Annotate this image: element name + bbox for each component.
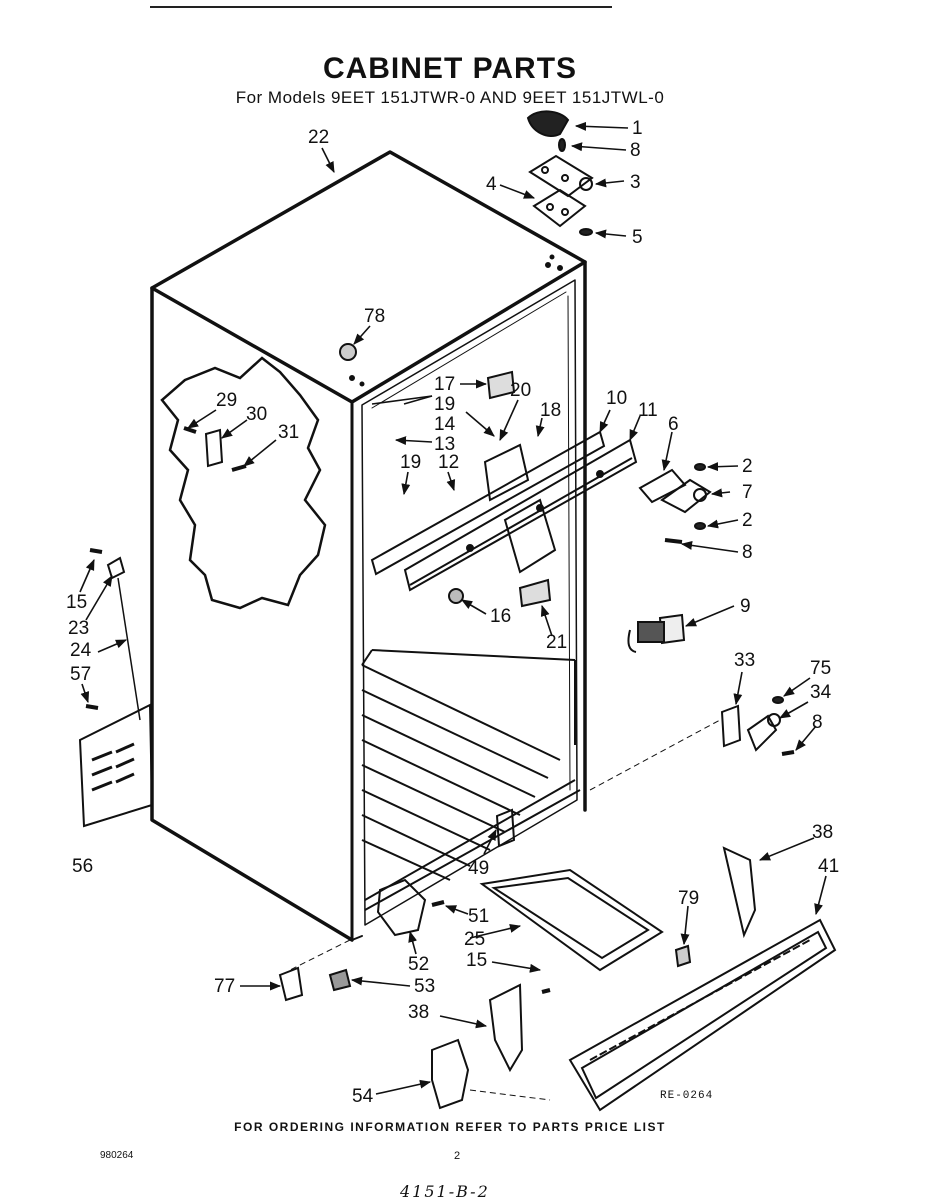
callout-79: 79 [678,888,699,909]
page-number: 2 [454,1150,461,1162]
callout-54: 54 [352,1086,374,1107]
top-rule [150,6,610,8]
interior-brackets [339,343,557,608]
bottom-parts [278,808,837,1112]
callout-7: 7 [742,482,753,503]
callout-33: 33 [734,650,755,671]
callout-29: 29 [216,390,237,411]
callout-12: 12 [438,452,459,473]
callout-17: 17 [434,374,455,395]
callout-31: 31 [278,422,299,443]
callout-23: 23 [68,618,89,639]
callout-19b: 19 [400,452,421,473]
callout-14: 14 [434,414,456,435]
callout-15b: 15 [466,950,487,971]
callout-18: 18 [540,400,561,421]
callout-3: 3 [630,172,641,193]
cabinet-body [150,150,587,942]
callout-8: 8 [630,140,641,161]
side-cutaway [160,356,327,610]
callout-4: 4 [486,174,497,195]
callout-8b: 8 [742,542,753,563]
callout-2b: 2 [742,510,753,531]
callout-41: 41 [818,856,839,877]
callout-leaders [79,121,827,1095]
cabinet-floor-ribs [361,649,581,911]
callout-52: 52 [408,954,429,975]
callout-1: 1 [632,118,643,139]
top-rule-mark [600,6,612,8]
top-hinge-assembly [526,110,594,236]
callout-15: 15 [66,592,87,613]
callout-24: 24 [70,640,92,661]
callout-5: 5 [632,227,643,248]
callout-78: 78 [364,306,385,327]
callout-21: 21 [546,632,567,653]
middle-hinge-assembly [638,463,712,544]
left-side-parts [78,426,247,828]
callout-38: 38 [812,822,833,843]
lower-hinge-assembly [589,696,795,791]
document-code: 980264 [100,1150,134,1161]
callout-25: 25 [464,929,485,950]
callout-19: 19 [434,394,455,415]
cross-rail [370,430,638,592]
callout-20: 20 [510,380,531,401]
callout-53: 53 [414,976,435,997]
callout-57: 57 [70,664,91,685]
callout-16: 16 [490,606,511,627]
handwritten-note: 4151-B-2 [400,1182,490,1201]
callout-22: 22 [308,127,329,148]
callout-56: 56 [72,856,93,877]
callout-10: 10 [606,388,627,409]
latch-assembly [627,613,686,653]
callout-9: 9 [740,596,751,617]
page-title: CABINET PARTS [322,52,578,85]
callout-75: 75 [810,658,831,679]
model-subtitle: For Models 9EET 151JTWR-0 AND 9EET 151JT… [235,88,665,107]
callout-2: 2 [742,456,753,477]
callout-11: 11 [638,400,658,421]
diagram-reference-code: RE-0264 [660,1090,713,1102]
callout-77: 77 [214,976,235,997]
callout-6: 6 [668,414,679,435]
callout-49: 49 [468,858,489,879]
callout-30: 30 [246,404,267,425]
callout-38b: 38 [408,1002,429,1023]
callout-13: 13 [434,434,455,455]
callout-8c: 8 [812,712,823,733]
callout-labels: 1 8 3 4 5 22 78 29 30 31 17 20 18 19 14 … [66,118,839,1107]
ordering-note: FOR ORDERING INFORMATION REFER TO PARTS … [234,1120,666,1134]
callout-34: 34 [810,682,832,703]
callout-51: 51 [468,906,489,927]
